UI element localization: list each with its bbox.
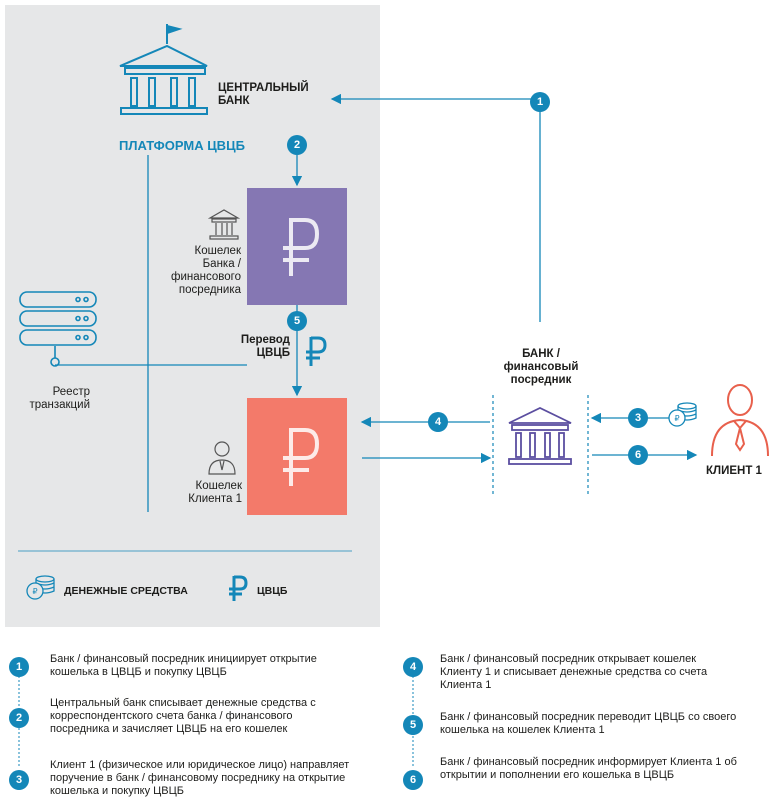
- step-badge-2: 2: [287, 135, 307, 155]
- money-coins-icon: ₽: [668, 402, 697, 427]
- step-number-2: 2: [9, 708, 29, 728]
- legend-cbdc-label: ЦВЦБ: [257, 585, 288, 597]
- step-text-5: Банк / финансовый посредник переводит ЦВ…: [440, 711, 737, 736]
- bank-wallet-label: Кошелек Банка / финансового посредника: [171, 245, 241, 296]
- step-badge-6: 6: [628, 445, 648, 465]
- bank-intermediary-label: БАНК / финансовый посредник: [503, 348, 579, 386]
- client-wallet-label: Кошелек Клиента 1: [188, 480, 242, 505]
- svg-text:₽: ₽: [674, 414, 679, 423]
- step-badge-1: 1: [530, 92, 550, 112]
- step-text-1: Банк / финансовый посредник инициирует о…: [50, 653, 317, 678]
- platform-label: ПЛАТФОРМА ЦВЦБ: [119, 138, 245, 153]
- legend-money-label: ДЕНЕЖНЫЕ СРЕДСТВА: [64, 585, 188, 597]
- step-number-4: 4: [403, 657, 423, 677]
- step-number-1: 1: [9, 657, 29, 677]
- step-badge-5: 5: [287, 311, 307, 331]
- step-number-6: 6: [403, 770, 423, 790]
- bank-intermediary-icon: [508, 407, 572, 465]
- legend-cbdc-icon: [229, 575, 248, 601]
- central-bank-icon: [119, 24, 208, 115]
- step-text-4: Банк / финансовый посредник открывает ко…: [440, 653, 708, 691]
- step-badge-3: 3: [628, 408, 648, 428]
- registry-server-icon: [19, 291, 97, 367]
- step-text-3: Клиент 1 (физическое или юридическое лиц…: [50, 759, 350, 797]
- ruble-icon: [283, 428, 320, 486]
- step-number-3: 3: [9, 770, 29, 790]
- client-person-icon: [711, 384, 769, 457]
- central-bank-label: ЦЕНТРАЛЬНЫЙ БАНК: [218, 82, 309, 107]
- svg-text:₽: ₽: [32, 587, 37, 596]
- step-badge-4: 4: [428, 412, 448, 432]
- legend-money-icon: ₽: [26, 575, 55, 600]
- step-text-6: Банк / финансовый посредник информирует …: [440, 756, 737, 781]
- bank-wallet: [247, 188, 347, 305]
- registry-label: Реестр транзакций: [29, 386, 90, 411]
- cbdc-transfer-icon: [306, 336, 327, 366]
- person-small-icon: [208, 441, 236, 475]
- step-text-2: Центральный банк списывает денежные сред…: [50, 697, 316, 735]
- transfer-label: Перевод ЦВЦБ: [240, 334, 290, 359]
- bank-small-icon: [208, 209, 240, 240]
- step-number-5: 5: [403, 715, 423, 735]
- client-label: КЛИЕНТ 1: [706, 465, 762, 477]
- ruble-icon: [283, 218, 320, 276]
- client-wallet: [247, 398, 347, 515]
